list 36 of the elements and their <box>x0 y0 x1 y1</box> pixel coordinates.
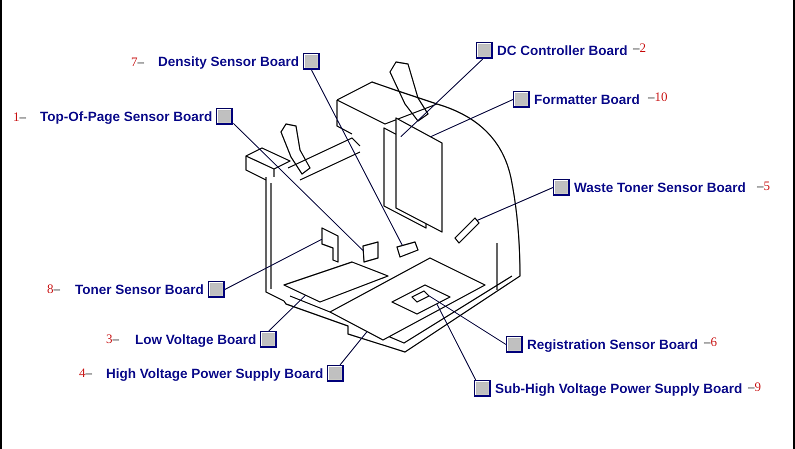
sensor-board <box>321 227 339 263</box>
callout-number: 4– <box>79 364 92 381</box>
callout-number: 3– <box>106 330 119 347</box>
leader-line <box>436 303 476 380</box>
part-label: Top-Of-Page Sensor Board <box>40 108 212 125</box>
sensor-board <box>362 241 379 263</box>
callout-number: –6 <box>704 333 717 350</box>
leader-line <box>340 331 368 366</box>
leader-line <box>268 294 306 332</box>
part-label: Formatter Board <box>534 91 640 108</box>
sensor-board <box>411 290 430 303</box>
leader-line <box>476 187 554 221</box>
circuit-board <box>283 261 389 303</box>
part-label: High Voltage Power Supply Board <box>106 365 324 382</box>
callout-number: –2 <box>633 39 646 56</box>
callout-number: –5 <box>757 177 770 194</box>
callout-number: –9 <box>748 378 761 395</box>
leader-line <box>311 70 403 246</box>
part-label: Low Voltage Board <box>135 331 256 348</box>
callout-number: –10 <box>648 88 668 105</box>
part-label: DC Controller Board <box>497 42 628 59</box>
part-label: Registration Sensor Board <box>527 336 698 353</box>
leader-line <box>400 58 484 138</box>
sensor-board <box>454 217 480 244</box>
part-label: Toner Sensor Board <box>75 281 204 298</box>
callout-number: 7– <box>131 53 144 70</box>
part-label: Sub-High Voltage Power Supply Board <box>495 380 742 397</box>
leader-line <box>428 295 506 345</box>
leader-line <box>224 238 322 290</box>
leader-line <box>430 99 514 138</box>
callout-number: 1– <box>13 108 26 125</box>
part-label: Density Sensor Board <box>158 53 300 70</box>
circuit-board <box>391 284 451 315</box>
part-label: Waste Toner Sensor Board <box>574 179 746 196</box>
leader-line <box>232 122 364 252</box>
callout-number: 8– <box>47 280 60 297</box>
